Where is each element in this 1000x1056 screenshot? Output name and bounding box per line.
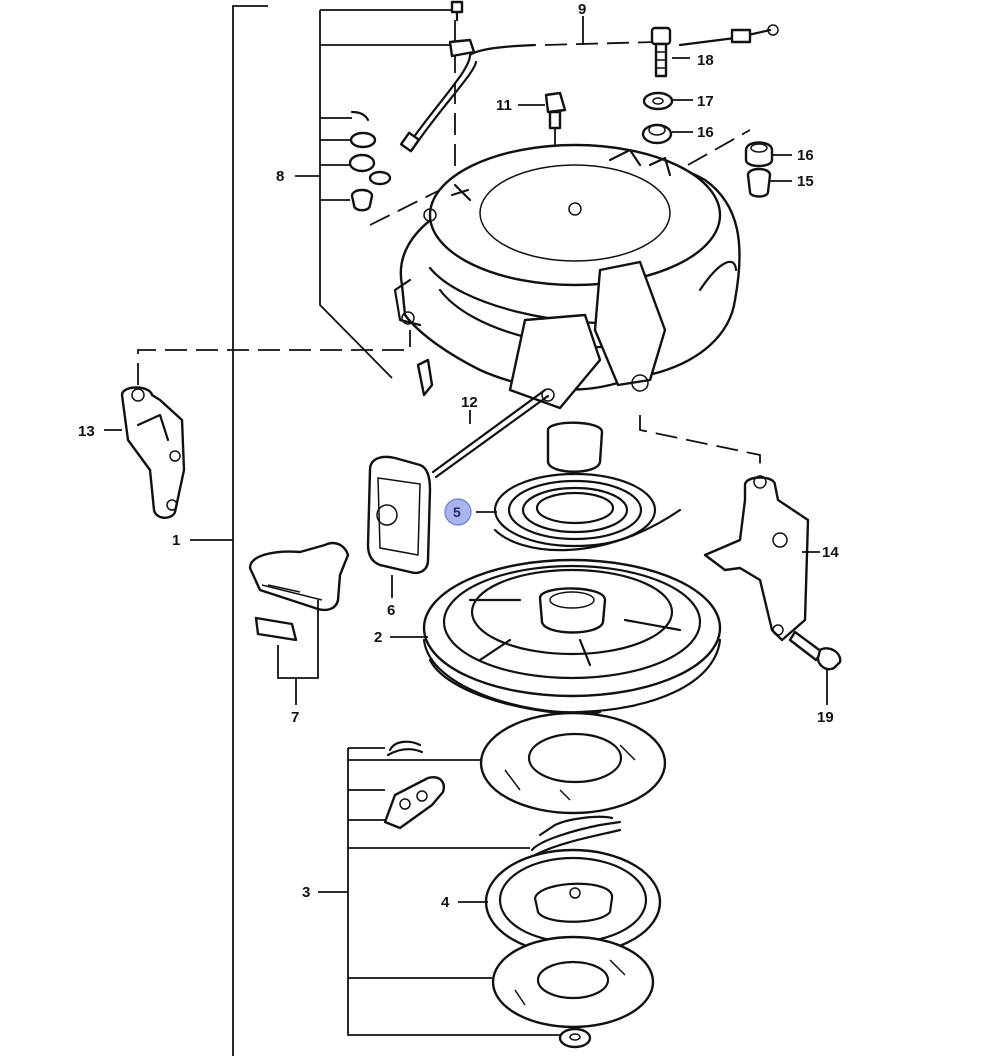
callout-9: 9 (578, 1, 586, 18)
callout-16-upper: 16 (697, 124, 714, 141)
bracket-13 (120, 386, 186, 519)
callout-1: 1 (172, 532, 180, 549)
spring-clip (386, 740, 424, 757)
callout-14: 14 (822, 544, 839, 561)
callout-5-highlight (444, 498, 472, 526)
return-spring (530, 815, 622, 857)
rope-pulley-2 (390, 558, 722, 715)
callout-4: 4 (441, 894, 450, 911)
link-pin (416, 358, 434, 397)
grommet-16-lower (744, 141, 774, 168)
throttle-cable (399, 24, 779, 153)
bracket-14 (703, 475, 820, 642)
callout-15: 15 (797, 173, 814, 190)
washer-17 (642, 91, 674, 111)
callout-5: 5 (453, 504, 461, 520)
ratchet-pawl (383, 776, 445, 830)
assembly-leader-lines (137, 5, 761, 1056)
callout-3: 3 (302, 884, 310, 901)
callout-6: 6 (387, 602, 395, 619)
bolt-19 (788, 630, 842, 705)
collar-15 (746, 167, 772, 198)
callout-7: 7 (291, 709, 299, 726)
bolt-18 (650, 26, 672, 78)
callout-17: 17 (697, 93, 714, 110)
starter-handle-7 (248, 541, 350, 705)
nut-bottom (558, 1027, 592, 1049)
screw-top (448, 0, 476, 58)
rod-12 (431, 388, 550, 479)
callout-8: 8 (276, 168, 284, 185)
callout-11: 11 (496, 97, 512, 114)
friction-plate-lower (491, 935, 655, 1029)
recoil-spring-5 (476, 421, 682, 552)
grommet-16-upper (641, 123, 673, 145)
callout-13: 13 (78, 423, 95, 440)
parts-group-8 (348, 110, 472, 222)
starter-housing (393, 143, 741, 410)
cover-6 (366, 455, 432, 598)
callout-18: 18 (697, 52, 714, 69)
bolt-11 (544, 91, 567, 130)
callout-ticks (104, 16, 792, 431)
callout-12: 12 (461, 394, 478, 411)
callout-19: 19 (817, 709, 834, 726)
friction-plate-upper (479, 711, 667, 815)
callout-2: 2 (374, 629, 382, 646)
callout-16-lower: 16 (797, 147, 814, 164)
